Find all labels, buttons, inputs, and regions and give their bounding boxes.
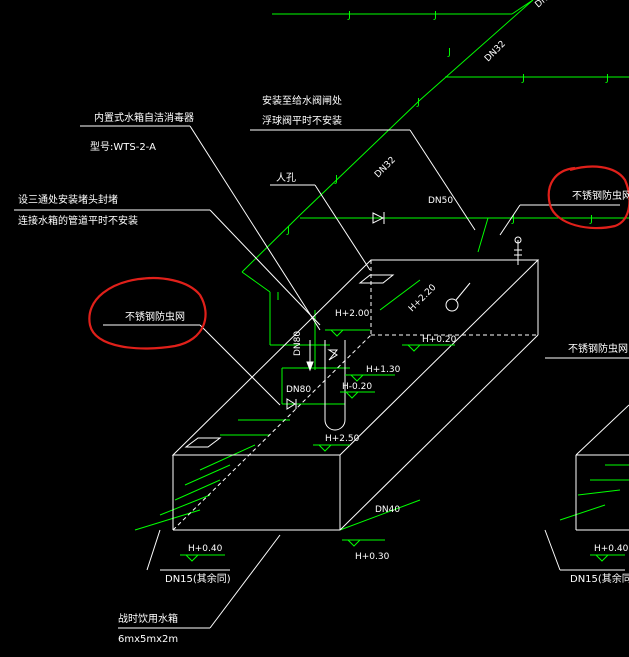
pipe-mark: J [447,47,451,58]
highlight-circle-right [547,165,629,230]
pipe-size-dn40: DN40 [375,505,400,515]
pipe-mark: J [605,73,609,84]
mesh-label-right-bottom: 不锈钢防虫网 [568,342,628,355]
tank-outline [171,259,629,531]
water-pipes [134,0,629,531]
elevation-h250: H+2.50 [325,434,360,444]
elevation-h030: H+0.30 [355,552,390,562]
pipe-marks: J J J J J J J J J J [286,10,609,236]
pipe-size-dn32-top: DN32 [483,39,508,64]
manhole-label: 人孔 [276,172,296,184]
sterilizer-label: 内置式水箱自洁消毒器 [94,111,194,124]
mesh-label-left: 不锈钢防虫网 [125,310,185,323]
highlight-circle-left [88,276,207,350]
elevation-markers [180,279,625,562]
pipe-mark: J [521,73,525,84]
pipe-mark: J [416,97,420,108]
text-labels: DN2 DN32 DN32 DN50 DN40 DN80 DN80 人孔 内置式… [18,0,629,645]
elevation-h200: H+2.00 [335,309,370,319]
leader-lines [14,125,629,629]
pipe-mark: J [286,225,290,236]
elevation-h020-b: H-0.20 [342,382,372,392]
elevation-h020-a: H+0.20 [422,335,457,345]
pipe-size-dn50: DN50 [428,196,453,206]
pipe-mark: J [511,214,515,225]
elevation-h220: H+2.20 [407,283,439,315]
mesh-label-right-top: 不锈钢防虫网 [572,189,629,202]
pipe-size-dn80-vertical: DN80 [293,331,303,356]
pipe-mark: J [589,214,593,225]
tank-title: 战时饮用水箱 [118,612,178,625]
elevation-h040-left: H+0.40 [188,544,223,554]
pipe-size-dn-top: DN2 [534,0,555,10]
elevation-h130: H+1.30 [366,365,401,375]
pipe-mark: J [347,10,351,21]
pipe-mark: J [334,174,338,185]
dn15-label-left: DN15(其余同) [165,572,231,585]
install-note-line1: 安装至给水阀闸处 [262,94,342,107]
install-note-line2: 浮球阀平时不安装 [262,114,342,127]
tee-note-line1: 设三通处安装堵头封堵 [18,193,118,206]
tee-note-line2: 连接水箱的管道平时不安装 [18,214,138,227]
dn15-label-right: DN15(其余同) [570,572,629,585]
pipe-mark: J [433,10,437,21]
elevation-h040-right: H+0.40 [594,544,629,554]
pipe-size-dn80: DN80 [286,385,311,395]
sterilizer-model: 型号:WTS-2-A [90,140,156,153]
tank-size: 6mx5mx2m [118,634,178,645]
highlight-circles [88,165,629,350]
valves [286,212,522,410]
pipe-size-dn32-mid: DN32 [373,155,398,180]
